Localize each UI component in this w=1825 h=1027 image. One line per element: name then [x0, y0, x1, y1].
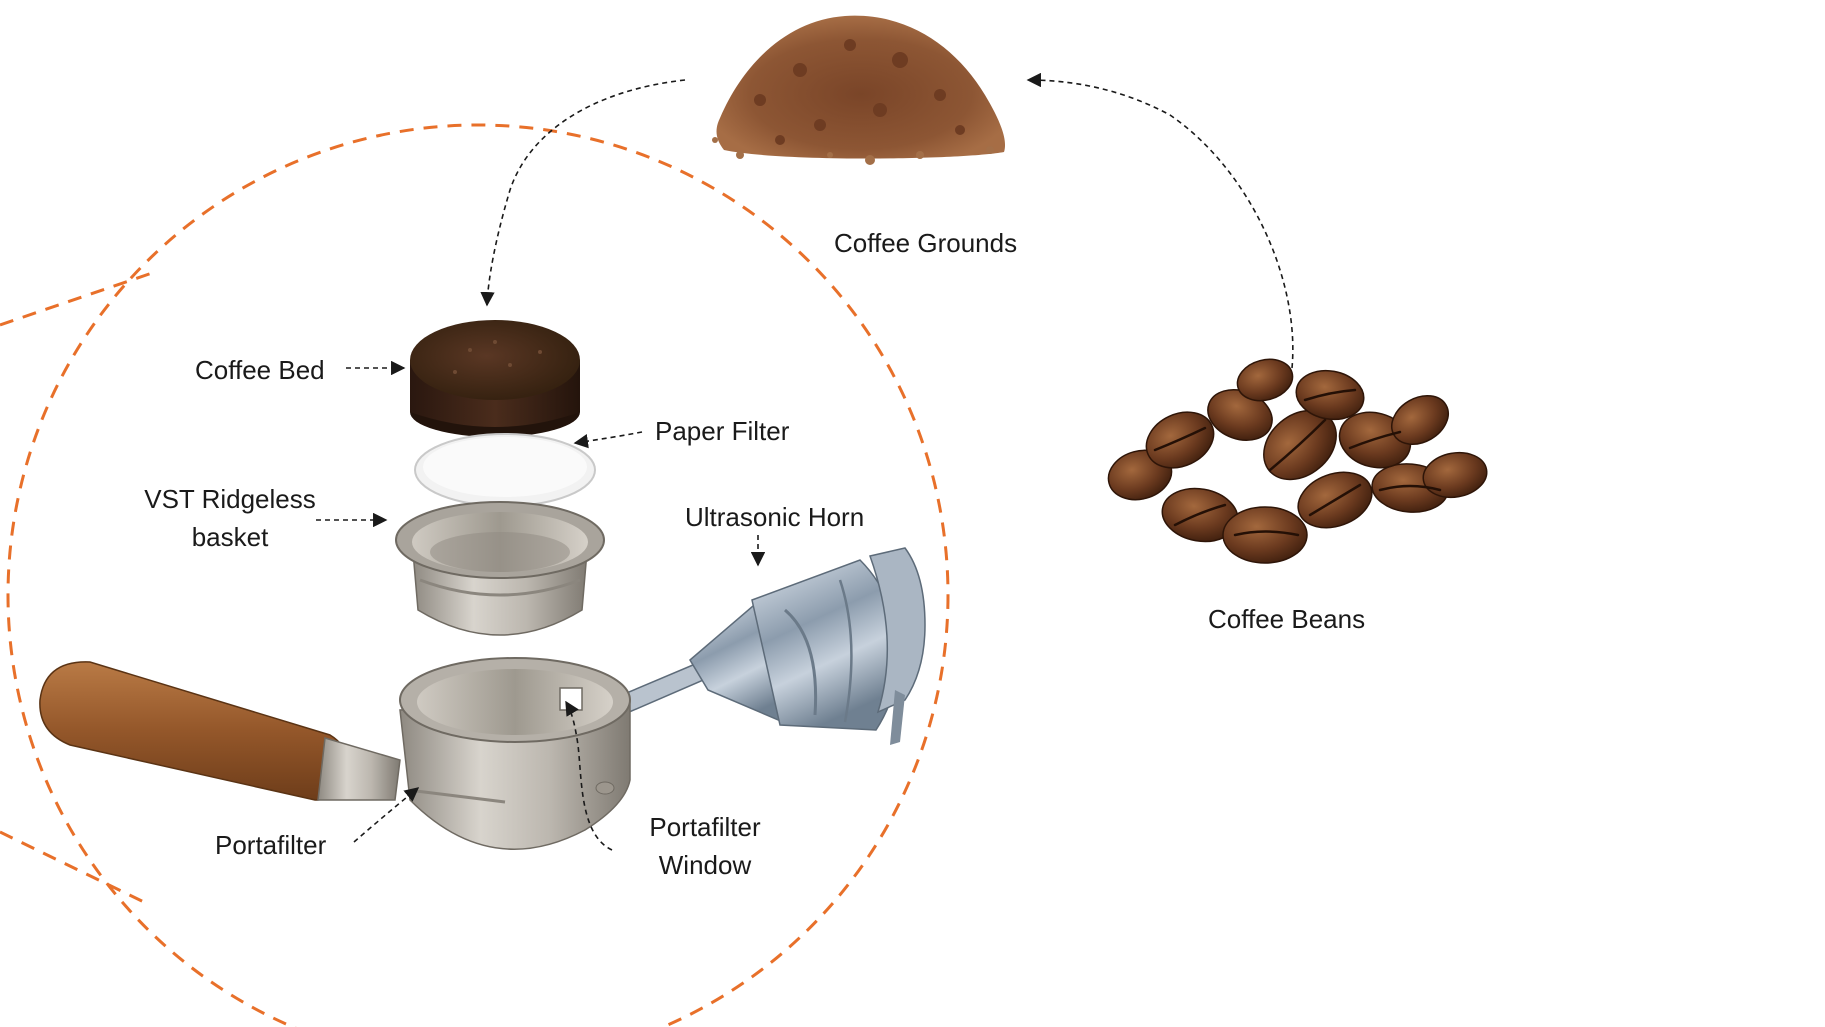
- paper-filter-icon: [414, 433, 596, 507]
- label-portafilter-window: Portafilter Window: [620, 808, 790, 884]
- coffee-bed-icon: [410, 320, 580, 437]
- label-portafilter-window-line2: Window: [658, 850, 752, 880]
- arrow-paper-filter: [573, 431, 643, 449]
- zoom-lead-line-top: [0, 270, 156, 327]
- coffee-grounds-icon: [712, 15, 1006, 165]
- label-ultrasonic-horn: Ultrasonic Horn: [685, 502, 865, 532]
- label-vst-basket: VST Ridgeless basket: [135, 480, 325, 556]
- label-vst-basket-line2: basket: [191, 522, 269, 552]
- arrow-grounds-to-bed: [480, 79, 686, 307]
- label-paper-filter: Paper Filter: [655, 416, 790, 446]
- coffee-beans-icon: [1107, 358, 1488, 564]
- portafilter-icon: [39, 657, 631, 850]
- vst-basket-icon: [395, 501, 605, 636]
- arrow-beans-to-grounds: [1026, 72, 1294, 369]
- zoom-circle: [6, 123, 950, 1027]
- label-coffee-grounds: Coffee Grounds: [834, 228, 1018, 258]
- zoom-callout: [0, 123, 950, 1027]
- arrow-portafilter: [353, 787, 420, 843]
- arrow-portafilter-window: [565, 700, 613, 851]
- arrows: [316, 72, 1294, 851]
- label-coffee-bed: Coffee Bed: [195, 355, 325, 385]
- label-portafilter: Portafilter: [215, 830, 327, 860]
- label-portafilter-window-line1: Portafilter: [649, 812, 761, 842]
- ultrasonic-horn-icon: [608, 547, 926, 745]
- zoom-lead-line-bottom: [0, 830, 151, 907]
- label-vst-basket-line1: VST Ridgeless: [144, 484, 316, 514]
- label-coffee-beans: Coffee Beans: [1208, 604, 1366, 634]
